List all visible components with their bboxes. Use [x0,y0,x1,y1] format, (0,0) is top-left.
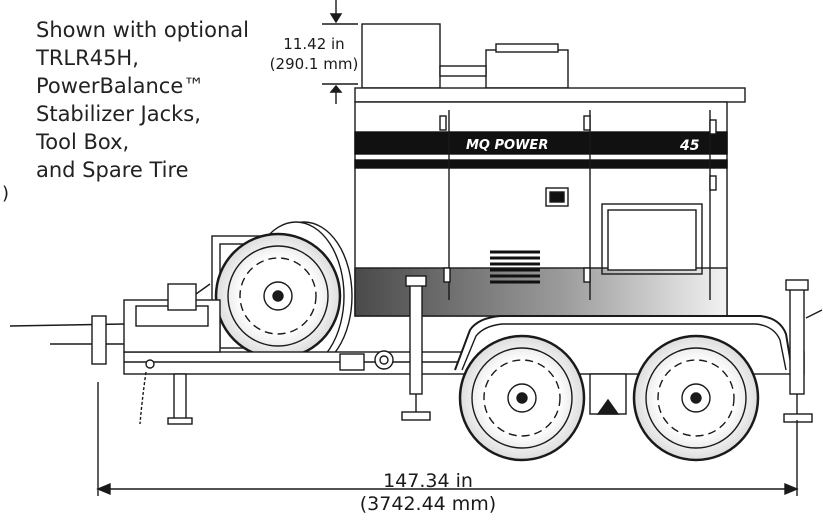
wheel-rear [632,334,760,462]
length-dimension-label: 147.34 in (3742.44 mm) [338,470,518,516]
height-dimension-label: 11.42 in (290.1 mm) [262,34,366,74]
wheel-front [458,334,586,462]
length-dimension-lines [96,382,799,496]
callout-line: PowerBalance™ [36,74,205,98]
generator-enclosure [354,87,746,317]
suspension [589,373,627,415]
callout-line: Shown with optional [36,18,249,42]
hitch-assembly [9,283,221,425]
height-dimension-lines [322,0,358,104]
model-label: 45 [679,138,700,154]
options-callout: Shown with optional TRLR45H, PowerBalanc… [36,16,249,184]
height-imperial: 11.42 in [283,35,345,53]
length-imperial: 147.34 in [383,470,473,492]
spare-tire [214,221,353,371]
roof-equipment [361,23,595,105]
callout-line: Stabilizer Jacks, [36,102,201,126]
stabilizer-jack-front [401,275,431,421]
callout-line: Tool Box, [36,130,130,154]
callout-line: and Spare Tire [36,158,189,182]
callout-line: TRLR45H, [36,46,139,70]
brand-label: MQ POWER [466,138,548,153]
height-metric: (290.1 mm) [269,55,359,73]
stray-parenthesis: ) [2,183,10,204]
vent-grille [490,250,540,284]
stabilizer-jack-rear [783,279,823,423]
enclosure-stripe [354,131,728,155]
length-metric: (3742.44 mm) [359,493,497,515]
